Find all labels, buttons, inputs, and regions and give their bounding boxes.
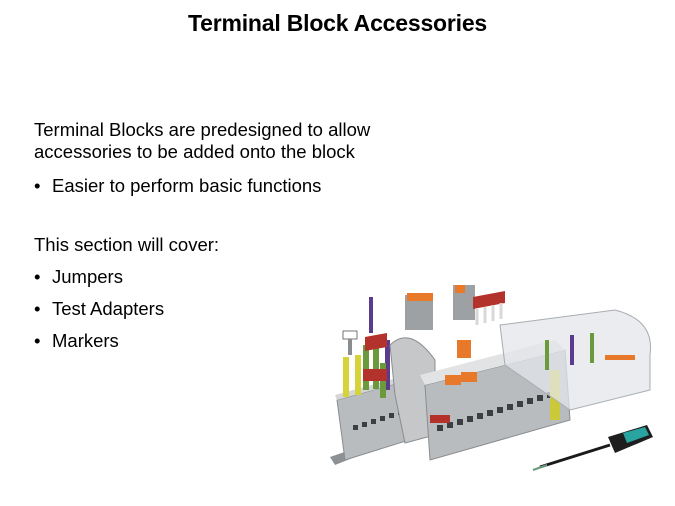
jumper-red-left xyxy=(363,333,387,381)
bullet-icon: • xyxy=(34,330,41,351)
section-bullet-jumpers: • Jumpers xyxy=(34,266,123,288)
slide-title: Terminal Block Accessories xyxy=(187,10,488,36)
jumpers-orange xyxy=(405,285,505,385)
bullet-icon: • xyxy=(34,266,41,287)
marker xyxy=(342,330,358,355)
intro-bullet: • Easier to perform basic functions xyxy=(34,175,321,197)
bullet-text: Easier to perform basic functions xyxy=(52,175,322,196)
intro-paragraph: Terminal Blocks are predesigned to allow… xyxy=(34,119,370,163)
separator-plate xyxy=(389,337,436,444)
bullet-icon: • xyxy=(34,298,41,319)
intro-line-2: accessories to be added onto the block xyxy=(34,141,355,162)
screwdriver xyxy=(532,425,653,471)
bullet-text: Test Adapters xyxy=(52,298,165,319)
test-probe xyxy=(369,297,373,333)
section-bullet-markers: • Markers xyxy=(34,330,119,352)
section-bullet-test-adapters: • Test Adapters xyxy=(34,298,164,320)
section-heading: This section will cover: xyxy=(34,234,220,255)
terminal-block-illustration xyxy=(330,285,653,471)
bullet-icon: • xyxy=(34,175,41,196)
transparent-cover xyxy=(499,309,652,411)
bullet-text: Markers xyxy=(52,330,119,351)
bullet-text: Jumpers xyxy=(52,266,123,287)
intro-line-1: Terminal Blocks are predesigned to allow xyxy=(34,119,371,140)
